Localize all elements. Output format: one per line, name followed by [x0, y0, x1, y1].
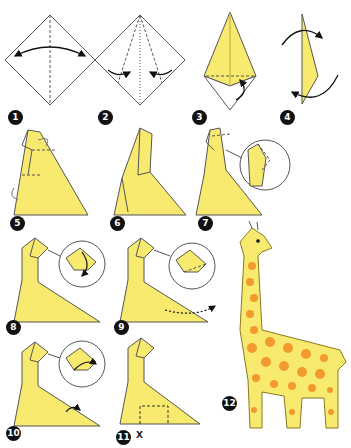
step-number: 3	[192, 110, 207, 125]
step-number: 11	[116, 430, 131, 445]
step-number: 6	[110, 216, 125, 231]
step-number: 10	[6, 426, 21, 441]
step-number: 5	[10, 216, 25, 231]
step-number: 8	[6, 320, 21, 335]
step-number: 4	[280, 110, 295, 125]
scissors-mark: X	[136, 430, 143, 440]
step-number: 7	[198, 216, 213, 231]
step-number: 9	[114, 320, 129, 335]
step-number: 12	[222, 396, 237, 411]
step-number: 2	[98, 110, 113, 125]
step-number: 1	[8, 110, 23, 125]
